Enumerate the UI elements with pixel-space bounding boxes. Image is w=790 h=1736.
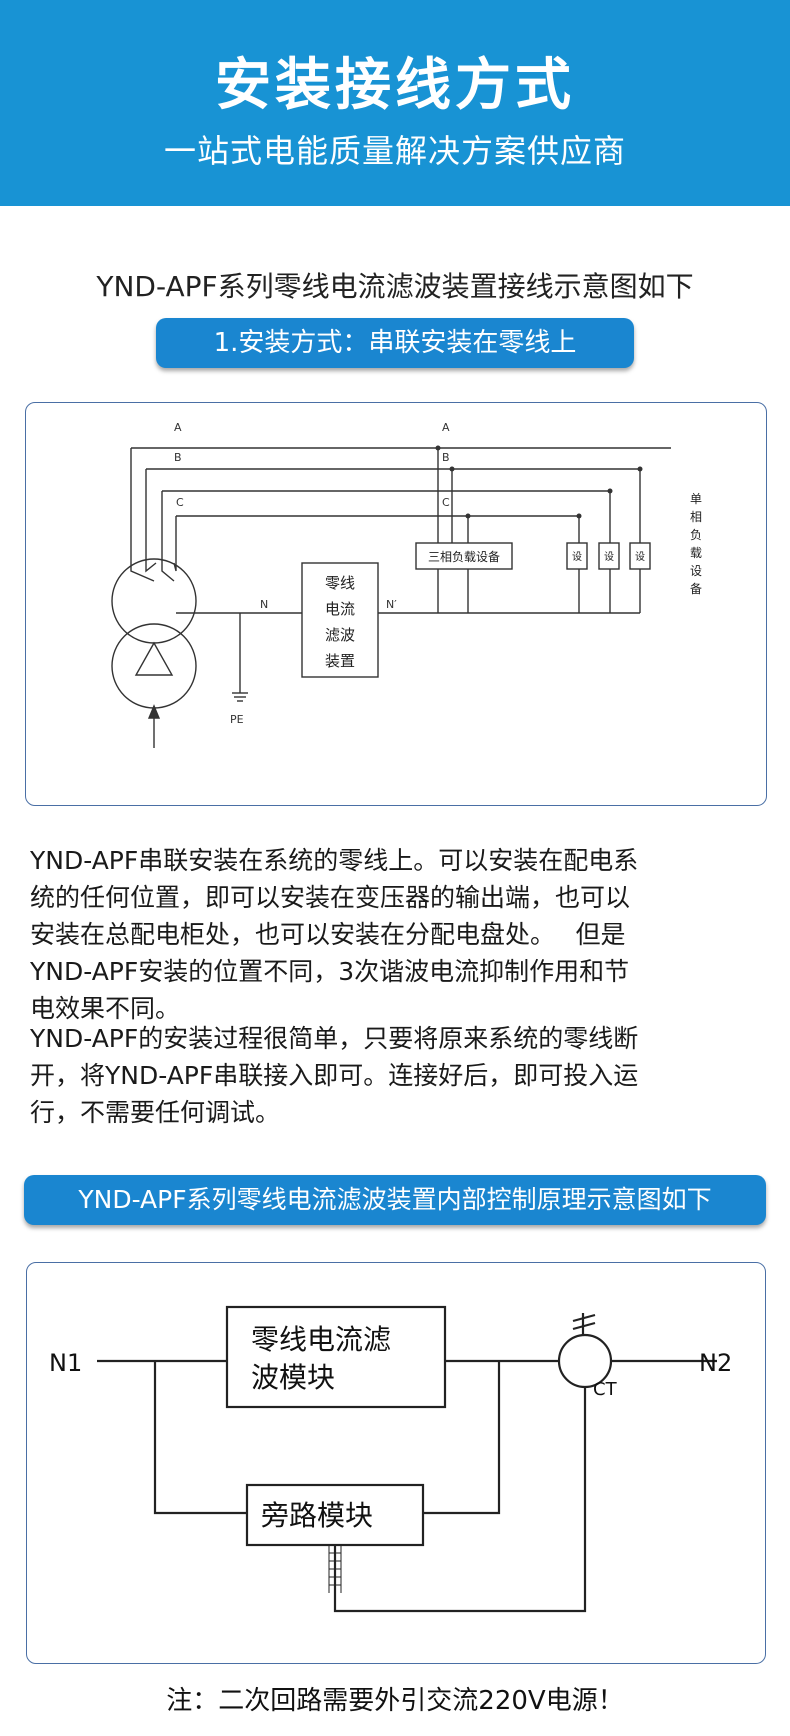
- description-paragraph-1: YND-APF串联安装在系统的零线上。可以安装在配电系 统的任何位置，即可以安装…: [30, 842, 770, 1027]
- filter-line-4: 装置: [325, 652, 355, 670]
- p1-line: YND-APF安装的位置不同，3次谐波电流抑制作用和节: [30, 957, 630, 986]
- svg-text:单: 单: [690, 492, 702, 506]
- filter-module-line-2: 波模块: [251, 1361, 335, 1394]
- single-load-3: 设: [635, 551, 645, 563]
- p2-line: 行，不需要任何调试。: [30, 1098, 281, 1127]
- svg-text:设: 设: [690, 564, 702, 578]
- section1-heading: YND-APF系列零线电流滤波装置接线示意图如下: [96, 270, 694, 303]
- label-phase-c-right: C: [442, 496, 450, 509]
- label-phase-b: B: [174, 451, 182, 464]
- footer-note: 注：二次回路需要外引交流220V电源！: [166, 1686, 624, 1716]
- install-method-badge: 1.安装方式：串联安装在零线上: [156, 318, 634, 368]
- three-phase-load-label: 三相负载设备: [428, 550, 500, 564]
- p1-line: YND-APF串联安装在系统的零线上。可以安装在配电系: [30, 846, 639, 875]
- label-n1: N1: [49, 1349, 82, 1377]
- description-paragraph-2: YND-APF的安装过程很简单，只要将原来系统的零线断 开，将YND-APF串联…: [30, 1020, 770, 1131]
- svg-text:载: 载: [690, 546, 702, 560]
- single-load-2: 设: [604, 551, 614, 563]
- page-subtitle: 一站式电能质量解决方案供应商: [163, 132, 626, 170]
- label-ct: CT: [593, 1379, 618, 1400]
- label-phase-c: C: [176, 496, 184, 509]
- p2-line: YND-APF的安装过程很简单，只要将原来系统的零线断: [30, 1024, 639, 1053]
- page-title: 安装接线方式: [215, 53, 575, 118]
- label-phase-a: A: [174, 421, 182, 434]
- label-neutral-in: N: [260, 598, 268, 611]
- svg-text:备: 备: [690, 582, 702, 596]
- p1-line: 安装在总配电柜处，也可以安装在分配电盘处。 但是: [30, 920, 626, 949]
- single-load-caption: 单 相 负 载 设 备: [690, 492, 702, 596]
- control-diagram: N1 N2 CT 零线电流滤 波模块 旁路模块: [49, 1305, 732, 1613]
- control-diagram-panel: N1 N2 CT 零线电流滤 波模块 旁路模块: [26, 1262, 766, 1664]
- p1-line: 统的任何位置，即可以安装在变压器的输出端，也可以: [30, 883, 631, 912]
- filter-line-1: 零线: [325, 574, 355, 592]
- svg-text:负: 负: [690, 528, 702, 542]
- svg-text:相: 相: [690, 510, 702, 524]
- wiring-diagram: A B C A B C N N′ PE 零线 电流 滤波 装置 三相负载设备 设…: [111, 421, 702, 748]
- label-n2: N2: [699, 1349, 732, 1377]
- bypass-module-label: 旁路模块: [261, 1499, 373, 1532]
- label-phase-b-right: B: [442, 451, 450, 464]
- label-pe: PE: [230, 713, 244, 726]
- filter-line-2: 电流: [325, 600, 355, 618]
- filter-module-line-1: 零线电流滤: [251, 1323, 391, 1356]
- wiring-diagram-panel: A B C A B C N N′ PE 零线 电流 滤波 装置 三相负载设备 设…: [25, 402, 767, 806]
- p2-line: 开，将YND-APF串联接入即可。连接好后，即可投入运: [30, 1061, 639, 1090]
- header-banner: 安装接线方式 一站式电能质量解决方案供应商: [0, 0, 790, 206]
- label-neutral-out: N′: [386, 598, 397, 611]
- single-load-1: 设: [572, 551, 582, 563]
- p1-line: 电效果不同。: [30, 994, 181, 1023]
- label-phase-a-right: A: [442, 421, 450, 434]
- control-principle-badge: YND-APF系列零线电流滤波装置内部控制原理示意图如下: [24, 1175, 766, 1225]
- filter-line-3: 滤波: [325, 626, 355, 644]
